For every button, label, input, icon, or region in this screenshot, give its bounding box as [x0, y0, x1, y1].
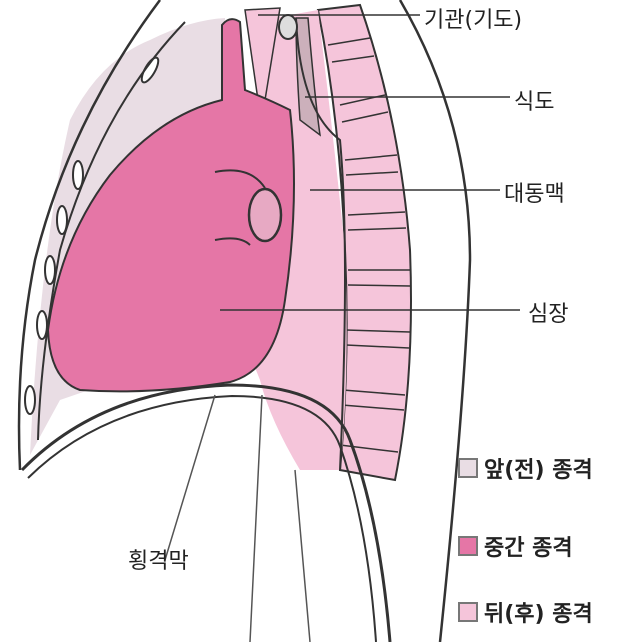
legend-item-posterior: 뒤(후) 종격 — [458, 596, 593, 628]
pulmonary-artery — [247, 187, 283, 243]
label-heart: 심장 — [528, 302, 569, 327]
legend-swatch — [458, 602, 478, 622]
legend-item-middle: 중간 종격 — [458, 530, 573, 562]
rib-slots — [24, 56, 160, 415]
legend-swatch — [458, 536, 478, 556]
diaphragm — [20, 383, 392, 642]
legend-label: 앞(전) 종격 — [484, 458, 593, 483]
spine — [316, 3, 412, 482]
legend-label: 뒤(후) 종격 — [484, 602, 593, 627]
label-diaphragm: 횡격막 — [128, 549, 189, 574]
label-trachea: 기관(기도) — [424, 8, 523, 33]
legend-item-anterior: 앞(전) 종격 — [458, 452, 593, 484]
label-aorta: 대동맥 — [504, 182, 565, 207]
legend-swatch — [458, 458, 478, 478]
label-esophagus: 식도 — [514, 90, 555, 115]
trachea-ring — [278, 14, 298, 40]
leader-lines — [220, 14, 520, 311]
vertebra-lines — [327, 37, 411, 453]
legend-label: 중간 종격 — [484, 536, 573, 561]
